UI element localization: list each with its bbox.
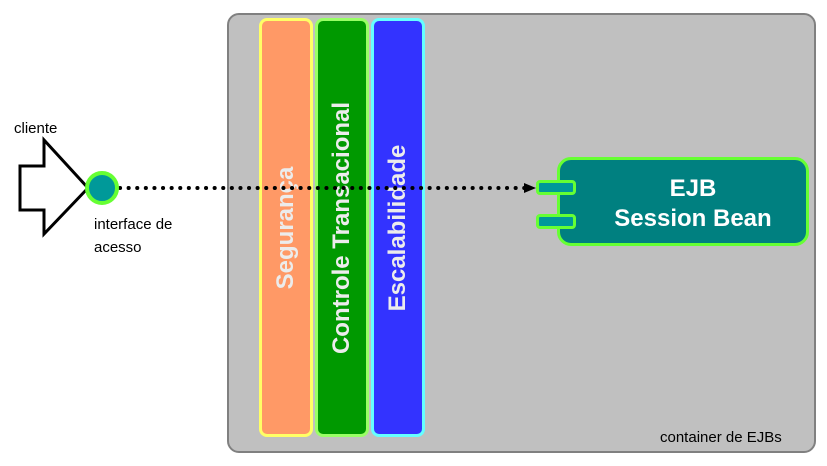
interface-label-2: acesso xyxy=(94,239,142,256)
ejb-port-top xyxy=(536,180,576,195)
client-label: cliente xyxy=(14,120,58,137)
interface-icon xyxy=(85,171,119,205)
client-arrow-icon xyxy=(18,136,91,238)
service-bar-controle-transacional: Controle Transacional xyxy=(315,18,369,437)
ejb-port-bottom xyxy=(536,214,576,229)
arrowhead-icon xyxy=(524,183,536,193)
service-bar-escalabilidade: Escalabilidade xyxy=(371,18,425,437)
interface-label-1: interface de xyxy=(94,216,173,233)
service-bar-seguranca: Segurança xyxy=(259,18,313,437)
container-label: container de EJBs xyxy=(660,429,782,446)
ejb-subtitle: Session Bean xyxy=(614,205,772,232)
ejb-title: EJB xyxy=(669,175,717,202)
ejb-session-bean: EJB Session Bean xyxy=(557,157,809,246)
